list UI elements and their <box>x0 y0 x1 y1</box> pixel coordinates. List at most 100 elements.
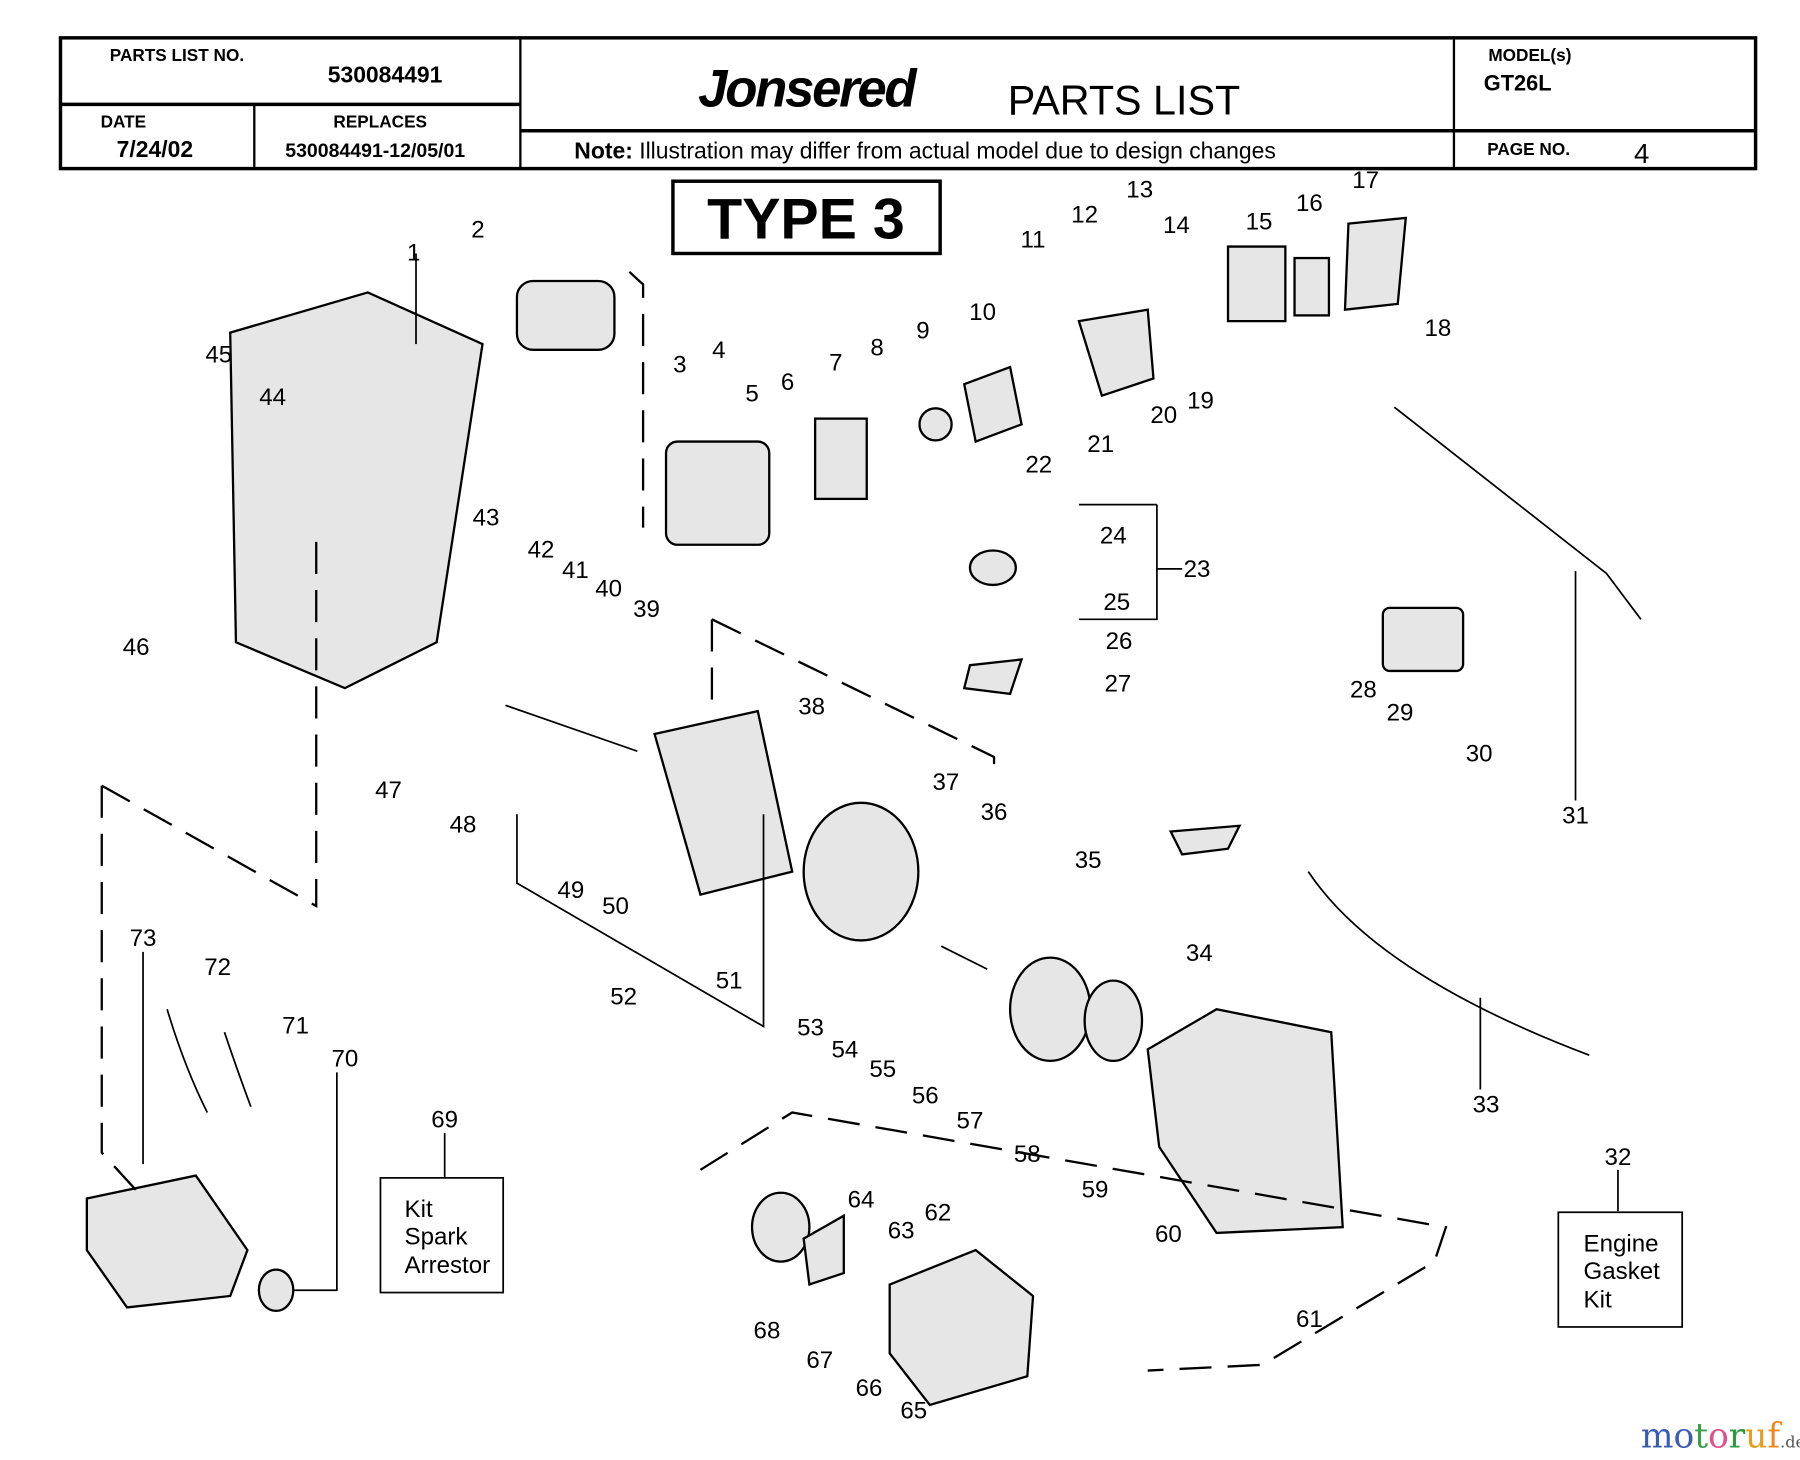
callout-25: 25 <box>1103 589 1130 616</box>
callout-15: 15 <box>1246 208 1273 235</box>
callout-12: 12 <box>1071 201 1098 228</box>
parts-list-no-label: PARTS LIST NO. <box>110 45 244 65</box>
callout-40: 40 <box>595 575 622 602</box>
callout-29: 29 <box>1387 699 1414 726</box>
callout-23: 23 <box>1184 556 1211 583</box>
replaces-label: REPLACES <box>333 111 427 131</box>
callout-63: 63 <box>888 1218 915 1245</box>
callout-35: 35 <box>1075 847 1102 874</box>
svg-text:Kit: Kit <box>405 1196 433 1223</box>
callout-27: 27 <box>1105 671 1132 698</box>
callout-8: 8 <box>870 335 883 362</box>
callout-66: 66 <box>856 1375 883 1402</box>
callout-14: 14 <box>1163 212 1190 239</box>
callout-50: 50 <box>602 893 629 920</box>
callout-34: 34 <box>1186 940 1213 967</box>
replaces-value: 530084491-12/05/01 <box>285 140 465 162</box>
page-number: 4 <box>1634 138 1649 169</box>
svg-text:Arrestor: Arrestor <box>405 1252 491 1279</box>
callout-58: 58 <box>1014 1141 1041 1168</box>
svg-text:Gasket: Gasket <box>1584 1258 1661 1285</box>
callout-55: 55 <box>869 1056 896 1083</box>
callout-9: 9 <box>916 317 929 344</box>
callout-47: 47 <box>375 777 402 804</box>
jonsered-logo: Jonsered <box>698 60 918 119</box>
svg-text:Engine: Engine <box>1584 1230 1659 1257</box>
callout-37: 37 <box>932 769 959 796</box>
callout-17: 17 <box>1352 167 1379 194</box>
callout-61: 61 <box>1296 1306 1323 1333</box>
callout-42: 42 <box>528 536 555 563</box>
callout-64: 64 <box>848 1187 875 1214</box>
callout-22: 22 <box>1025 452 1052 479</box>
callout-2: 2 <box>471 216 484 243</box>
callout-3: 3 <box>673 352 686 379</box>
callout-62: 62 <box>924 1199 951 1226</box>
callout-72: 72 <box>204 954 231 981</box>
date-value: 7/24/02 <box>117 136 193 162</box>
callout-68: 68 <box>754 1317 781 1344</box>
note-text: Note: Illustration may differ from actua… <box>574 137 1276 163</box>
callout-49: 49 <box>557 877 584 904</box>
callout-51: 51 <box>716 968 743 995</box>
parts-list-title: PARTS LIST <box>1008 78 1240 124</box>
callout-67: 67 <box>806 1347 833 1374</box>
callout-11: 11 <box>1021 227 1046 254</box>
callout-53: 53 <box>797 1015 824 1042</box>
callout-48: 48 <box>450 812 477 839</box>
callout-7: 7 <box>829 349 842 376</box>
callout-10: 10 <box>969 299 996 326</box>
callout-31: 31 <box>1562 802 1589 829</box>
model-value: GT26L <box>1484 71 1552 96</box>
callout-60: 60 <box>1155 1221 1182 1248</box>
callout-1: 1 <box>407 239 420 266</box>
callout-54: 54 <box>832 1036 859 1063</box>
callout-43: 43 <box>473 504 500 531</box>
callout-69: 69 <box>431 1106 458 1133</box>
callout-38: 38 <box>798 694 825 721</box>
callout-46: 46 <box>123 634 150 661</box>
callout-73: 73 <box>130 925 157 952</box>
callout-59: 59 <box>1082 1176 1109 1203</box>
engine-gasket-kit-box: Engine Gasket Kit <box>1557 1211 1684 1328</box>
callout-70: 70 <box>332 1046 359 1073</box>
callout-57: 57 <box>957 1108 984 1135</box>
callout-6: 6 <box>781 369 794 396</box>
callout-26: 26 <box>1106 628 1133 655</box>
part-illustrations <box>85 216 1642 1407</box>
svg-text:Kit: Kit <box>1584 1286 1612 1313</box>
callout-44: 44 <box>259 384 286 411</box>
date-label: DATE <box>101 111 147 131</box>
svg-text:Spark: Spark <box>405 1223 469 1250</box>
callout-45: 45 <box>205 341 232 368</box>
motoruf-watermark: motoruf.de <box>1641 1416 1800 1456</box>
callout-28: 28 <box>1350 676 1377 703</box>
spark-arrestor-kit-box: Kit Spark Arrestor <box>379 1177 505 1294</box>
callout-19: 19 <box>1187 387 1214 414</box>
callout-13: 13 <box>1126 176 1153 203</box>
models-label: MODEL(s) <box>1488 45 1571 65</box>
callout-71: 71 <box>282 1012 309 1039</box>
callout-36: 36 <box>981 799 1008 826</box>
callout-16: 16 <box>1296 190 1323 217</box>
page-label: PAGE NO. <box>1487 139 1570 159</box>
callout-30: 30 <box>1466 741 1493 768</box>
callout-33: 33 <box>1473 1091 1500 1118</box>
callout-20: 20 <box>1150 402 1177 429</box>
callout-39: 39 <box>633 596 660 623</box>
type-label: TYPE 3 <box>707 188 905 252</box>
callout-24: 24 <box>1100 523 1127 550</box>
callout-52: 52 <box>610 984 637 1011</box>
callout-65: 65 <box>900 1398 927 1425</box>
callout-5: 5 <box>745 380 758 407</box>
callout-41: 41 <box>562 557 589 584</box>
parts-list-no: 530084491 <box>328 62 443 88</box>
header-table: PARTS LIST NO. 530084491 DATE 7/24/02 RE… <box>58 36 1758 171</box>
type-box <box>671 179 942 256</box>
callout-4: 4 <box>712 337 725 364</box>
callout-56: 56 <box>912 1082 939 1109</box>
callout-21: 21 <box>1087 431 1114 458</box>
callout-32: 32 <box>1605 1144 1632 1171</box>
